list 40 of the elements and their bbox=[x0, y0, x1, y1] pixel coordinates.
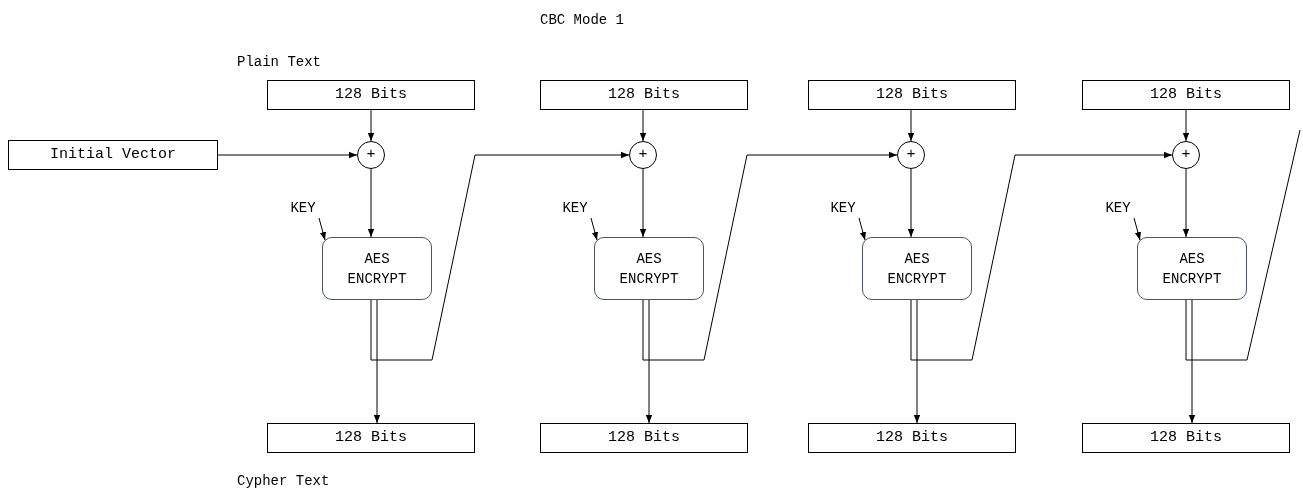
arrow bbox=[370, 151, 630, 361]
data-box: Initial Vector bbox=[8, 140, 218, 170]
arrow bbox=[639, 109, 647, 142]
arrow bbox=[318, 217, 326, 241]
arrow bbox=[367, 168, 375, 238]
encrypt-box: AES ENCRYPT bbox=[594, 237, 704, 300]
encrypt-box: AES ENCRYPT bbox=[322, 237, 432, 300]
data-box: 128 Bits bbox=[1082, 80, 1290, 110]
key-label: KEY bbox=[1098, 198, 1138, 218]
arrow bbox=[373, 299, 381, 424]
key-label: KEY bbox=[823, 198, 863, 218]
side-label: Cypher Text bbox=[237, 472, 330, 491]
key-label: KEY bbox=[283, 198, 323, 218]
arrow bbox=[910, 151, 1173, 361]
data-box: 128 Bits bbox=[808, 80, 1016, 110]
arrow bbox=[367, 109, 375, 142]
data-box: 128 Bits bbox=[267, 423, 475, 453]
diagram-title: CBC Mode 1 bbox=[540, 11, 624, 30]
data-box: 128 Bits bbox=[808, 423, 1016, 453]
data-box: 128 Bits bbox=[540, 423, 748, 453]
arrow bbox=[645, 299, 653, 424]
arrow bbox=[639, 168, 647, 238]
key-label: KEY bbox=[555, 198, 595, 218]
arrow bbox=[858, 217, 866, 241]
arrow bbox=[642, 151, 898, 361]
encrypt-box: AES ENCRYPT bbox=[862, 237, 972, 300]
arrow bbox=[217, 151, 358, 159]
arrow bbox=[1133, 217, 1141, 241]
data-box: 128 Bits bbox=[267, 80, 475, 110]
arrow bbox=[1188, 299, 1196, 424]
arrow bbox=[1182, 168, 1190, 238]
arrow bbox=[1182, 109, 1190, 142]
data-box: 128 Bits bbox=[540, 80, 748, 110]
data-box: 128 Bits bbox=[1082, 423, 1290, 453]
encrypt-box: AES ENCRYPT bbox=[1137, 237, 1247, 300]
arrow bbox=[913, 299, 921, 424]
arrow bbox=[907, 168, 915, 238]
arrow bbox=[907, 109, 915, 142]
side-label: Plain Text bbox=[237, 53, 321, 72]
arrow bbox=[590, 217, 598, 241]
